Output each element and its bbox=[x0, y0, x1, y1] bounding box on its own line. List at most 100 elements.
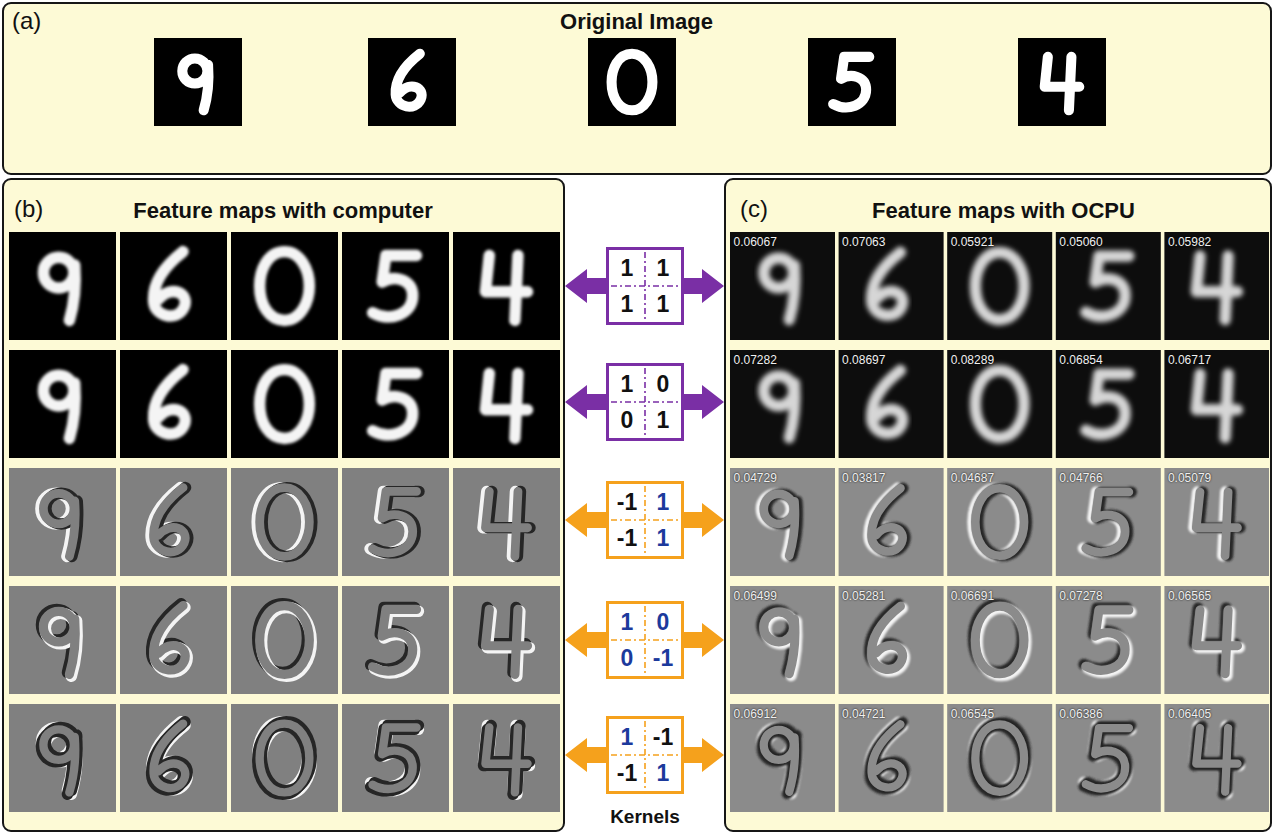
image-ground bbox=[120, 468, 227, 576]
digit-image bbox=[588, 38, 676, 126]
digit-image bbox=[120, 468, 227, 576]
image-ground bbox=[453, 232, 560, 340]
digit-image bbox=[1164, 704, 1269, 812]
similarity-value: 0.05281 bbox=[842, 589, 885, 603]
kernel-weight: 0 bbox=[609, 640, 645, 676]
digit-image bbox=[1056, 232, 1161, 340]
digit-strokes bbox=[154, 252, 186, 316]
digit-image bbox=[342, 704, 449, 812]
digit-stroke bbox=[154, 724, 186, 788]
panel-tag: (c) bbox=[740, 195, 768, 223]
image-ground bbox=[1056, 232, 1161, 340]
digit-image bbox=[231, 704, 338, 812]
kernel-dividers bbox=[609, 366, 681, 438]
image-ground bbox=[342, 704, 449, 812]
digit-image bbox=[1164, 586, 1269, 694]
digit-strokes bbox=[373, 255, 417, 316]
similarity-value: 0.07063 bbox=[842, 235, 885, 249]
digit-image bbox=[947, 350, 1052, 458]
image-ground bbox=[947, 704, 1052, 812]
digit-image bbox=[9, 350, 116, 458]
digit-strokes bbox=[973, 722, 1025, 793]
digit-strokes bbox=[258, 722, 312, 795]
kernel-weight: 1 bbox=[609, 719, 645, 755]
digit-strokes bbox=[152, 722, 188, 790]
digit-stroke bbox=[43, 611, 75, 674]
digit-image bbox=[120, 586, 227, 694]
digit-image bbox=[9, 586, 116, 694]
digit-strokes bbox=[872, 252, 903, 315]
digit-image bbox=[1056, 586, 1161, 694]
digit-image bbox=[453, 350, 560, 458]
digit-strokes bbox=[764, 258, 795, 320]
digit-image bbox=[342, 232, 449, 340]
digit-image bbox=[839, 704, 944, 812]
feature-panel: (b)Feature maps with computer bbox=[2, 178, 565, 832]
image-ground bbox=[947, 468, 1052, 576]
kernel-weight: -1 bbox=[645, 719, 681, 755]
kernel-weight: -1 bbox=[609, 520, 645, 556]
image-ground bbox=[231, 586, 338, 694]
digit-strokes bbox=[1083, 492, 1131, 552]
digit-strokes bbox=[833, 57, 869, 108]
digit-strokes bbox=[612, 54, 653, 111]
digit-image bbox=[730, 586, 835, 694]
image-ground bbox=[839, 350, 944, 458]
image-ground bbox=[947, 232, 1052, 340]
image-ground bbox=[120, 586, 227, 694]
digit-strokes bbox=[1194, 726, 1239, 794]
digit-image bbox=[231, 468, 338, 576]
digit-image bbox=[9, 232, 116, 340]
digit-image bbox=[9, 704, 116, 812]
digit-image bbox=[730, 468, 835, 576]
digit-strokes bbox=[396, 54, 422, 107]
kernel-box: 1111 bbox=[606, 247, 684, 325]
similarity-value: 0.06912 bbox=[734, 707, 777, 721]
digit-strokes bbox=[260, 370, 310, 439]
digit-strokes bbox=[762, 610, 797, 676]
digit-strokes bbox=[43, 257, 75, 320]
digit-stroke bbox=[764, 258, 795, 320]
digit-stroke bbox=[260, 488, 310, 557]
similarity-value: 0.08697 bbox=[842, 353, 885, 367]
digit-image bbox=[839, 350, 944, 458]
digit-stroke bbox=[373, 609, 417, 670]
digit-image bbox=[342, 586, 449, 694]
image-grid bbox=[726, 180, 1269, 829]
kernel-box: 100-1 bbox=[606, 601, 684, 679]
block-arrow bbox=[565, 738, 606, 772]
digit-image bbox=[231, 350, 338, 458]
digit-strokes bbox=[43, 375, 75, 438]
digit-stroke bbox=[1196, 374, 1237, 438]
kernel-box: 1-1-11 bbox=[606, 716, 684, 794]
block-arrow bbox=[684, 503, 724, 537]
digit-strokes bbox=[260, 252, 310, 321]
image-ground bbox=[231, 232, 338, 340]
image-ground bbox=[1056, 704, 1161, 812]
digit-stroke bbox=[43, 729, 75, 792]
digit-stroke bbox=[396, 54, 422, 107]
digit-image bbox=[342, 350, 449, 458]
digit-image bbox=[368, 38, 456, 126]
similarity-value: 0.06499 bbox=[734, 589, 777, 603]
axis-caption: Kernels bbox=[610, 806, 680, 828]
kernel-weight: -1 bbox=[645, 640, 681, 676]
digit-strokes bbox=[371, 608, 419, 673]
image-ground bbox=[368, 38, 456, 126]
digit-strokes bbox=[870, 722, 905, 789]
digit-stroke bbox=[373, 491, 417, 552]
digit-stroke bbox=[485, 373, 527, 438]
similarity-value: 0.06386 bbox=[1059, 707, 1102, 721]
digit-stroke bbox=[260, 370, 310, 439]
digit-strokes bbox=[1196, 256, 1237, 320]
kernel-weight: 1 bbox=[645, 286, 681, 322]
panel-heading: Feature maps with computer bbox=[133, 198, 433, 224]
digit-strokes bbox=[1084, 608, 1131, 672]
image-ground bbox=[231, 468, 338, 576]
block-arrow bbox=[565, 385, 606, 419]
digit-strokes bbox=[182, 58, 208, 110]
digit-stroke bbox=[1086, 374, 1129, 434]
digit-strokes bbox=[872, 370, 903, 433]
kernel-weight: 1 bbox=[645, 755, 681, 791]
digit-stroke bbox=[1086, 728, 1129, 788]
